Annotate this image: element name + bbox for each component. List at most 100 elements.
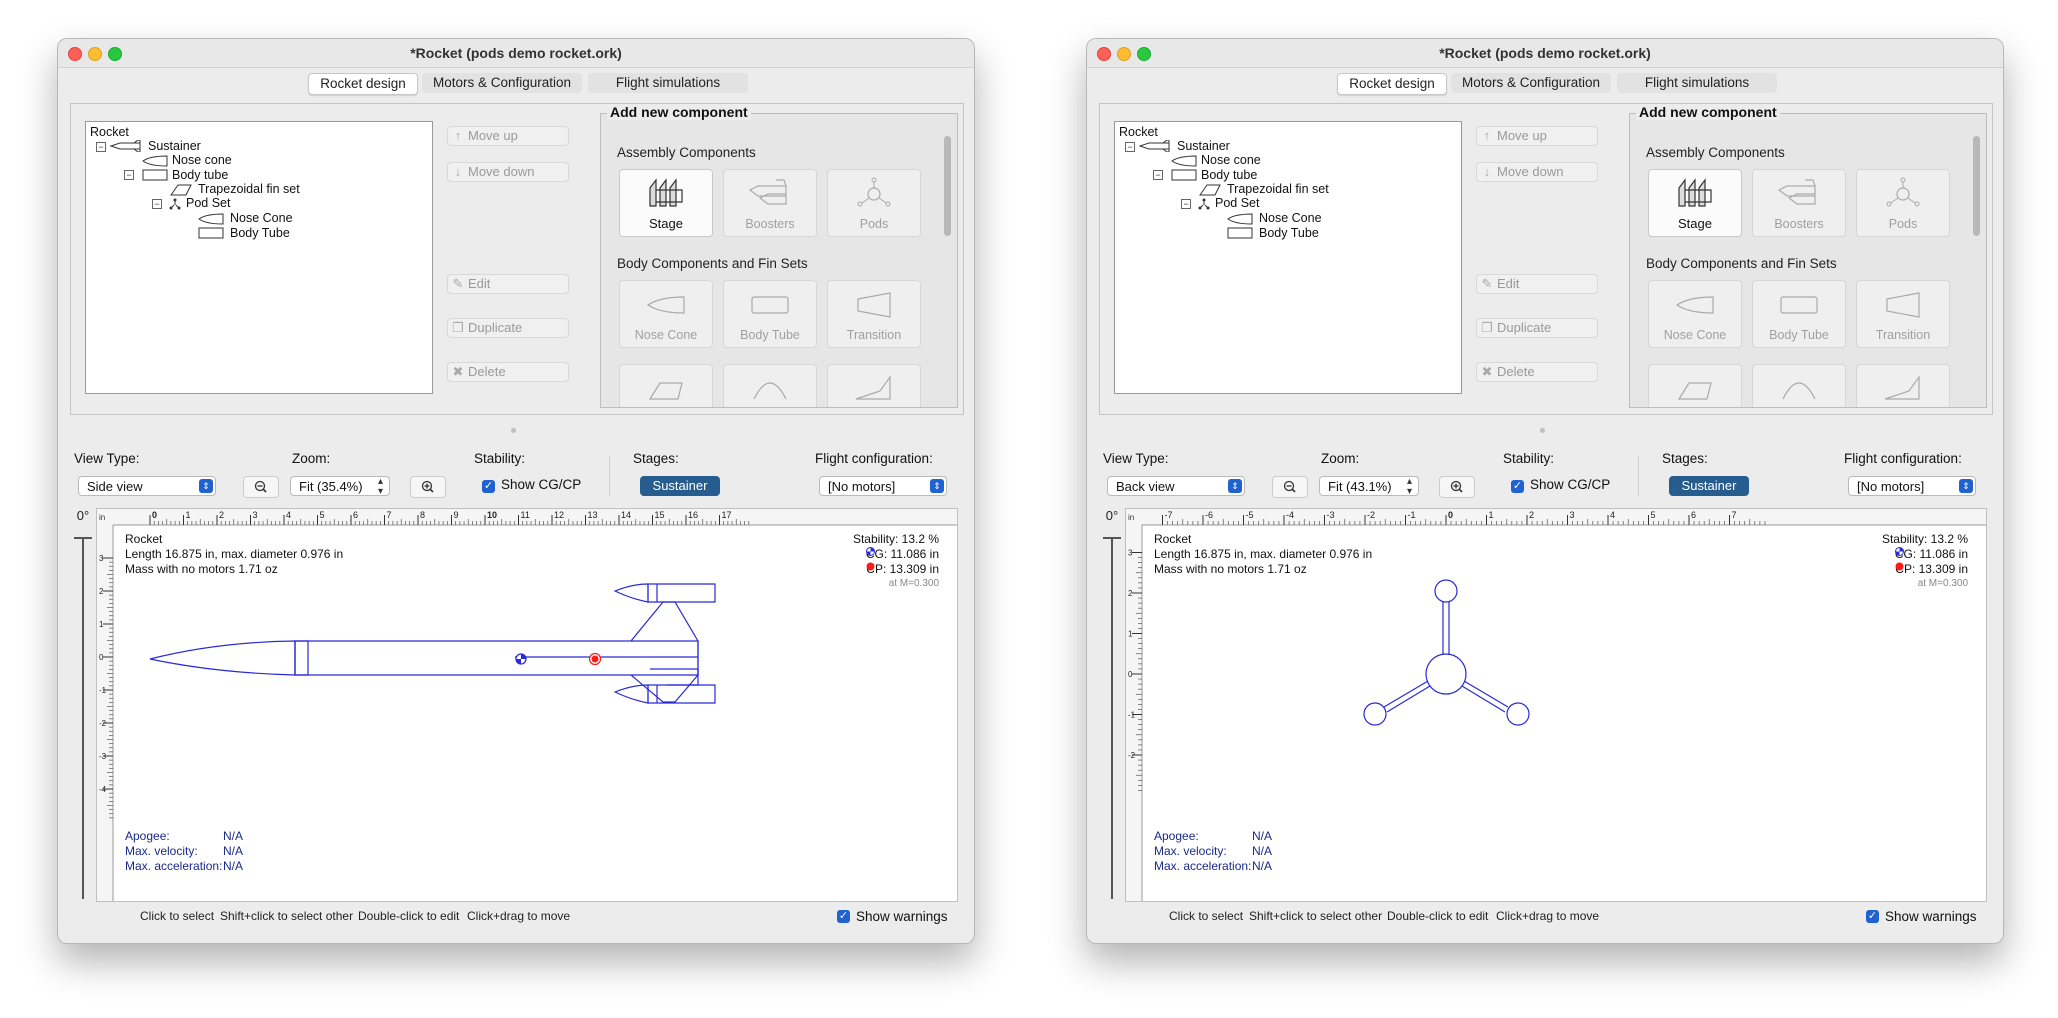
add-stage-button[interactable]: Stage [619, 169, 713, 237]
flight-config-select[interactable]: [No motors] ⇕ [1848, 476, 1976, 496]
flight-config-select[interactable]: [No motors] ⇕ [819, 476, 947, 496]
add-nose-cone-button[interactable]: Nose Cone [1648, 280, 1742, 348]
zoom-in-button[interactable] [410, 476, 446, 498]
tree-item-nose-cone[interactable]: Nose cone [172, 153, 232, 167]
pods-icon [857, 177, 891, 207]
tree-item-fin-set[interactable]: Trapezoidal fin set [198, 182, 300, 196]
tab-flight-simulations[interactable]: Flight simulations [1617, 73, 1777, 93]
add-freeform-fin-button[interactable] [827, 364, 921, 407]
collapse-icon[interactable]: − [96, 142, 106, 152]
add-elliptical-fin-button[interactable] [1752, 364, 1846, 407]
hint-shift-click: Shift+click to select other [220, 909, 354, 923]
rotation-slider-knob[interactable] [74, 537, 92, 539]
tree-item-sustainer[interactable]: Sustainer [1177, 139, 1230, 153]
move-up-button[interactable]: ↑Move up [447, 126, 569, 146]
title-bar[interactable]: *Rocket (pods demo rocket.ork) [1087, 39, 2003, 68]
add-boosters-button[interactable]: Boosters [1752, 169, 1846, 237]
component-tree[interactable]: Rocket − Sustainer Nose cone − Body tube [85, 121, 433, 394]
tree-item-pod-set[interactable]: Pod Set [1215, 196, 1260, 210]
stage-sustainer-button[interactable]: Sustainer [1669, 476, 1749, 496]
cg-value: CG: 11.086 in [865, 547, 939, 561]
move-up-button[interactable]: ↑Move up [1476, 126, 1598, 146]
duplicate-button[interactable]: ❐Duplicate [1476, 318, 1598, 338]
add-nose-cone-button[interactable]: Nose Cone [619, 280, 713, 348]
collapse-icon[interactable]: − [1181, 199, 1191, 209]
move-down-button[interactable]: ↓Move down [447, 162, 569, 182]
tree-item-pod-body-tube[interactable]: Body Tube [230, 226, 290, 240]
tree-item-fin-set[interactable]: Trapezoidal fin set [1227, 182, 1329, 196]
add-boosters-button[interactable]: Boosters [723, 169, 817, 237]
title-bar[interactable]: *Rocket (pods demo rocket.ork) [58, 39, 974, 68]
tab-motors-configuration[interactable]: Motors & Configuration [422, 73, 582, 93]
split-pane-divider[interactable] [1087, 426, 2003, 436]
rotation-slider[interactable] [1103, 537, 1121, 899]
add-panel-scrollbar[interactable] [944, 136, 951, 236]
add-body-tube-button[interactable]: Body Tube [1752, 280, 1846, 348]
delete-button[interactable]: ✖Delete [447, 362, 569, 382]
arrow-down-icon: ↓ [1483, 164, 1491, 179]
add-trapezoidal-fin-button[interactable] [1648, 364, 1742, 407]
stage-sustainer-button[interactable]: Sustainer [640, 476, 720, 496]
tree-item-pod-body-tube[interactable]: Body Tube [1259, 226, 1319, 240]
tab-flight-simulations[interactable]: Flight simulations [588, 73, 748, 93]
delete-button[interactable]: ✖Delete [1476, 362, 1598, 382]
show-cgcp-checkbox[interactable]: ✓ [482, 480, 495, 493]
zoom-value: Fit (35.4%) [299, 479, 363, 494]
collapse-icon[interactable]: − [124, 170, 134, 180]
tree-item-pod-nose-cone[interactable]: Nose Cone [230, 211, 293, 225]
zoom-out-button[interactable] [1272, 476, 1308, 498]
collapse-icon[interactable]: − [1125, 142, 1135, 152]
rotation-slider-knob[interactable] [1103, 537, 1121, 539]
show-cgcp-checkbox[interactable]: ✓ [1511, 480, 1524, 493]
zoom-window-icon[interactable] [108, 47, 122, 61]
tree-item-rocket[interactable]: Rocket [1119, 125, 1158, 139]
close-icon[interactable] [68, 47, 82, 61]
collapse-icon[interactable]: − [1153, 170, 1163, 180]
tree-item-nose-cone[interactable]: Nose cone [1201, 153, 1261, 167]
nose-cone-icon [646, 296, 685, 314]
add-transition-button[interactable]: Transition [827, 280, 921, 348]
tree-item-pod-nose-cone[interactable]: Nose Cone [1259, 211, 1322, 225]
add-body-tube-button[interactable]: Body Tube [723, 280, 817, 348]
split-pane-divider[interactable] [58, 426, 974, 436]
add-panel-scrollbar[interactable] [1973, 136, 1980, 236]
tree-item-body-tube[interactable]: Body tube [1201, 168, 1258, 182]
rocket-drawing[interactable] [1126, 509, 1986, 901]
close-icon[interactable] [1097, 47, 1111, 61]
add-trapezoidal-fin-button[interactable] [619, 364, 713, 407]
edit-button[interactable]: ✎Edit [447, 274, 569, 294]
rocket-drawing[interactable] [97, 509, 957, 901]
edit-button[interactable]: ✎Edit [1476, 274, 1598, 294]
show-warnings-checkbox[interactable]: ✓ [1866, 910, 1879, 923]
component-tree[interactable]: Rocket − Sustainer Nose cone − Body tube [1114, 121, 1462, 394]
show-warnings-checkbox[interactable]: ✓ [837, 910, 850, 923]
view-type-select[interactable]: Back view ⇕ [1107, 476, 1245, 496]
move-down-button[interactable]: ↓Move down [1476, 162, 1598, 182]
zoom-spinner[interactable]: Fit (43.1%) ▴▾ [1319, 476, 1419, 497]
tree-item-sustainer[interactable]: Sustainer [148, 139, 201, 153]
tree-item-rocket[interactable]: Rocket [90, 125, 129, 139]
tree-item-pod-set[interactable]: Pod Set [186, 196, 231, 210]
collapse-icon[interactable]: − [152, 199, 162, 209]
add-freeform-fin-button[interactable] [1856, 364, 1950, 407]
minimize-icon[interactable] [88, 47, 102, 61]
tab-rocket-design[interactable]: Rocket design [308, 73, 418, 95]
view-type-select[interactable]: Side view ⇕ [78, 476, 216, 496]
tab-motors-configuration[interactable]: Motors & Configuration [1451, 73, 1611, 93]
zoom-in-button[interactable] [1439, 476, 1475, 498]
add-pods-button[interactable]: Pods [1856, 169, 1950, 237]
zoom-out-button[interactable] [243, 476, 279, 498]
add-transition-button[interactable]: Transition [1856, 280, 1950, 348]
rotation-slider[interactable] [74, 537, 92, 899]
tab-rocket-design[interactable]: Rocket design [1337, 73, 1447, 95]
add-pods-button[interactable]: Pods [827, 169, 921, 237]
add-stage-button[interactable]: Stage [1648, 169, 1742, 237]
add-elliptical-fin-button[interactable] [723, 364, 817, 407]
duplicate-button[interactable]: ❐Duplicate [447, 318, 569, 338]
zoom-spinner[interactable]: Fit (35.4%) ▴▾ [290, 476, 390, 497]
tree-item-body-tube[interactable]: Body tube [172, 168, 229, 182]
minimize-icon[interactable] [1117, 47, 1131, 61]
zoom-window-icon[interactable] [1137, 47, 1151, 61]
